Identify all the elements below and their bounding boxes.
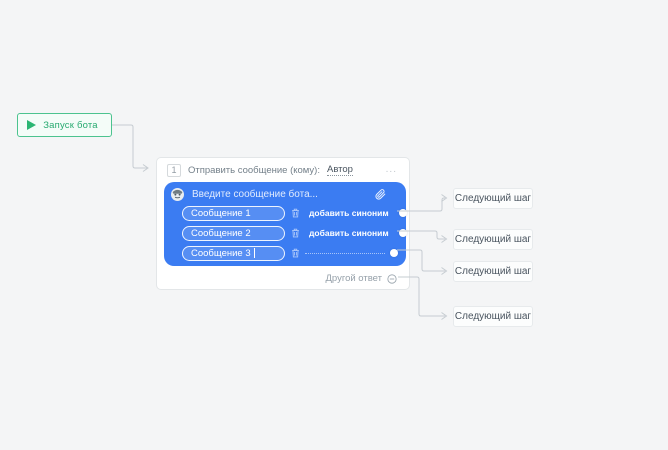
arrowhead [441,235,448,243]
connector-start-to-card [112,124,147,169]
trash-icon[interactable] [291,248,300,258]
ellipsis-icon[interactable]: ... [385,164,397,175]
connector-dot[interactable] [390,249,398,257]
message-text: Сообщение 2 [191,227,251,239]
connector-dot[interactable] [398,209,407,217]
next-step-box[interactable]: Следующий шаг [453,306,533,327]
text-cursor [253,248,255,258]
message-row: Сообщение 2 добавить синоним [164,223,407,243]
next-step-box[interactable]: Следующий шаг [453,188,533,209]
message-row: Сообщение 1 добавить синоним [164,203,407,223]
paperclip-icon[interactable] [375,188,386,200]
bot-message-composer[interactable]: Введите сообщение бота... Сообщение 1 до… [164,182,407,266]
next-step-box[interactable]: Следующий шаг [453,261,533,282]
other-answer-label: Другой ответ [325,273,382,284]
add-synonym-link[interactable]: добавить синоним [309,208,389,218]
start-node-label: Запуск бота [43,119,98,131]
add-synonym-link[interactable]: добавить синоним [309,228,389,238]
connector-dot[interactable] [398,229,407,237]
dotted-leader [305,252,385,254]
message-node-header: 1 Отправить сообщение (кому): Автор ... [157,158,409,182]
start-node[interactable]: Запуск бота [17,113,112,137]
step-number-badge: 1 [167,163,181,177]
message-text: Сообщение 3 [191,247,251,259]
next-step-box[interactable]: Следующий шаг [453,229,533,250]
bot-icon [171,187,184,201]
other-answer-row: Другой ответ [325,273,397,284]
trash-icon[interactable] [291,228,300,238]
message-input[interactable]: Сообщение 1 [182,205,285,221]
trash-icon[interactable] [291,208,300,218]
arrowhead [142,164,149,172]
minus-circle-icon[interactable] [387,273,397,284]
composer-placeholder[interactable]: Введите сообщение бота... [192,188,318,200]
message-input[interactable]: Сообщение 3 [182,245,285,261]
recipient-selector[interactable]: Автор [326,164,353,176]
message-input[interactable]: Сообщение 2 [182,225,285,241]
play-icon [27,120,37,130]
composer-input-row[interactable]: Введите сообщение бота... [164,185,406,203]
header-label: Отправить сообщение (кому): [188,164,320,176]
message-row: Сообщение 3 [164,243,406,263]
arrowhead [441,267,448,275]
arrowhead [441,312,448,320]
message-node-card[interactable]: 1 Отправить сообщение (кому): Автор ... … [156,157,410,290]
message-text: Сообщение 1 [191,207,251,219]
arrowhead [441,194,448,202]
